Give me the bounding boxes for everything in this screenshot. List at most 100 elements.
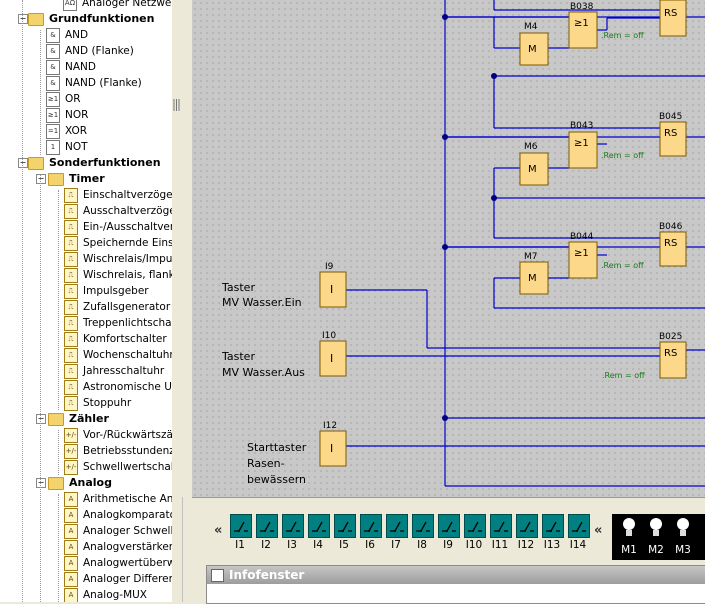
collapse-icon[interactable]: −	[18, 158, 28, 168]
input-label: I10	[465, 539, 483, 551]
b043-symbol: ≥1	[574, 138, 589, 149]
analog-icon: A	[64, 507, 78, 523]
canvas-bottom-border	[192, 497, 705, 506]
tree-folder-analog[interactable]: Analog	[48, 475, 112, 491]
scroll-outputs-icon[interactable]: «	[594, 523, 603, 538]
tree-item[interactable]: +/-Vor-/Rückwärtszäh	[64, 427, 172, 443]
input-i2-switch[interactable]	[256, 514, 278, 538]
output-label: M3	[675, 544, 691, 556]
switch-icon	[364, 521, 378, 532]
input-i7-switch[interactable]	[386, 514, 408, 538]
tree-item[interactable]: ⎍ Speichernde Einsch	[64, 235, 173, 251]
tree-item-label: Speichernde Einsch	[83, 237, 173, 249]
analog-icon: A	[64, 491, 78, 507]
logic-gate-icon: ≥1	[46, 107, 60, 123]
input-label: I2	[261, 539, 271, 551]
tree-item-label: Zufallsgenerator	[83, 301, 171, 313]
tree-item[interactable]: &AND (Flanke)	[46, 43, 134, 59]
collapse-icon[interactable]: −	[18, 14, 28, 24]
tree-item[interactable]: ⎍Stoppuhr	[64, 395, 131, 411]
input-i14-switch[interactable]	[568, 514, 590, 538]
tree-connector	[58, 494, 59, 602]
counter-icon: +/-	[64, 427, 78, 443]
collapse-icon[interactable]: −	[36, 174, 46, 184]
tree-item[interactable]: ⎍Ein-/Ausschaltverz	[64, 219, 172, 235]
tree-item[interactable]: ⎍Jahresschaltuhr	[64, 363, 164, 379]
input-i12-switch[interactable]	[516, 514, 538, 538]
tree-item[interactable]: ⎍Komfortschalter	[64, 331, 167, 347]
tree-folder-special[interactable]: Sonderfunktionen	[28, 155, 161, 171]
tree-item[interactable]: ⎍ Zufallsgenerator	[64, 299, 170, 315]
output-m3-lamp-icon	[676, 517, 690, 543]
tree-item[interactable]: ⎍Wischrelais, flanke	[64, 267, 172, 283]
input-i6-switch[interactable]	[360, 514, 382, 538]
tree-item-label: Betriebsstundenzä	[83, 445, 173, 457]
splitter-grip-icon[interactable]	[173, 98, 180, 112]
input-label: I11	[491, 539, 509, 551]
tree-item-label: Wochenschaltuhr	[83, 349, 173, 361]
input-i8-switch[interactable]	[412, 514, 434, 538]
tree-item[interactable]: ⎍Ausschaltverzöger	[64, 203, 172, 219]
tree-item[interactable]: ⎍Einschaltverzögeru	[64, 187, 172, 203]
collapse-icon[interactable]: −	[36, 478, 46, 488]
input-label: I8	[417, 539, 427, 551]
tree-item[interactable]: &AND	[46, 27, 88, 43]
folder-icon	[28, 156, 44, 170]
tree-item-label: Analoger Differenz	[83, 573, 173, 585]
scroll-left-icon[interactable]: «	[214, 523, 223, 538]
b025-label: B025	[659, 332, 682, 342]
input-i9-switch[interactable]	[438, 514, 460, 538]
i9-label: I9	[325, 262, 334, 272]
input-label: I6	[365, 539, 375, 551]
input-i1-switch[interactable]	[230, 514, 252, 538]
circuit-canvas[interactable]: ≥1 B038 .Rem = off RS M M4 ≥1 B043 .Rem …	[192, 0, 705, 497]
timer-icon: ⎍	[64, 299, 78, 315]
tree-item[interactable]: ⎍Treppenlichtschalte	[64, 315, 172, 331]
b044-rem: .Rem = off	[601, 261, 644, 270]
input-i5-switch[interactable]	[334, 514, 356, 538]
b044-label: B044	[570, 232, 594, 242]
tree-folder-counter[interactable]: Zähler	[48, 411, 109, 427]
tree-item[interactable]: ⎍Impulsgeber	[64, 283, 149, 299]
input-label: I13	[543, 539, 561, 551]
tree-item-label: Wischrelais/Impuls	[83, 253, 173, 265]
info-window-header[interactable]: Infofenster	[207, 566, 705, 584]
input-i10-switch[interactable]	[464, 514, 486, 538]
tree-connector	[58, 430, 59, 475]
collapse-icon[interactable]: −	[36, 414, 46, 424]
tree-item[interactable]: ⎍Astronomische Uhr	[64, 379, 172, 395]
tree-folder-timer[interactable]: Timer	[48, 171, 105, 187]
switch-icon	[338, 521, 352, 532]
tree-folder-basic[interactable]: Grundfunktionen	[28, 11, 154, 27]
timer-icon: ⎍	[64, 235, 78, 251]
tree-item[interactable]: ⎍Wischrelais/Impuls	[64, 251, 173, 267]
input-i4-switch[interactable]	[308, 514, 330, 538]
input-i11-switch[interactable]	[490, 514, 512, 538]
info-window: Infofenster	[206, 565, 705, 604]
tree-item[interactable]: +/-Schwellwertschalte	[64, 459, 172, 475]
tree-item-label: Schwellwertschalte	[83, 461, 172, 473]
rs-top-symbol: RS	[664, 8, 677, 19]
input-i13-switch[interactable]	[542, 514, 564, 538]
tree-item[interactable]: ⎍Wochenschaltuhr	[64, 347, 173, 363]
tree-item-label: Analog-MUX	[83, 589, 148, 601]
tree-item[interactable]: +/-Betriebsstundenzä	[64, 443, 173, 459]
switch-icon	[234, 521, 248, 532]
input-i3-switch[interactable]	[282, 514, 304, 538]
tree-item[interactable]: &NAND	[46, 59, 96, 75]
tree-item[interactable]: &NAND (Flanke)	[46, 75, 142, 91]
